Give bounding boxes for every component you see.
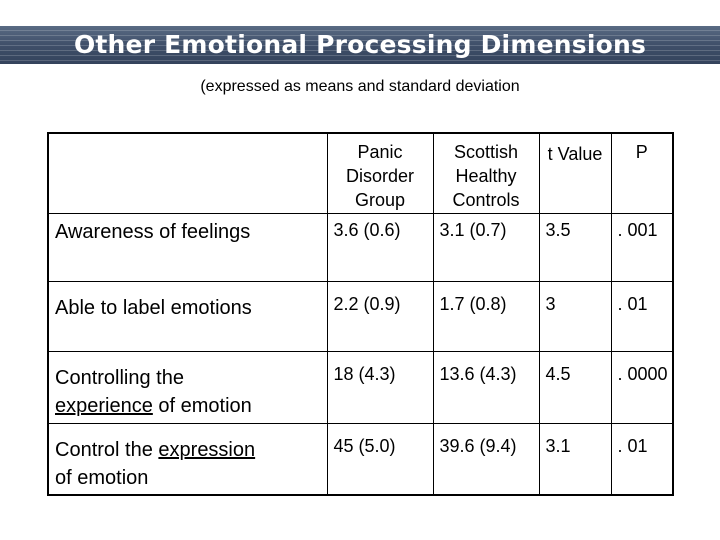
row-label-part: Controlling the <box>55 366 184 389</box>
results-table-container: Panic Disorder Group Scottish Healthy Co… <box>47 132 674 496</box>
header-scottish-healthy-controls: Scottish Healthy Controls <box>432 132 540 214</box>
band-stripe <box>0 30 720 31</box>
header-empty-cell <box>47 132 328 214</box>
table-row: Controlling the experience of emotion 18 … <box>47 350 674 424</box>
row-label: Controlling the experience of emotion <box>47 350 328 424</box>
band-stripe <box>0 40 720 41</box>
header-t-value: t Value <box>538 132 612 214</box>
cell-controls: 1.7 (0.8) <box>432 280 540 352</box>
row-label: Control the expression of emotion <box>47 422 328 496</box>
title-band: Other Emotional Processing Dimensions <box>0 26 720 64</box>
cell-panic: 18 (4.3) <box>326 350 434 424</box>
band-stripe <box>0 60 720 61</box>
table-row: Control the expression of emotion 45 (5.0… <box>47 422 674 496</box>
band-stripe <box>0 50 720 51</box>
row-label-underlined: experience <box>55 394 153 417</box>
band-stripe <box>0 45 720 46</box>
slide-subtitle: (expressed as means and standard deviati… <box>200 78 520 95</box>
row-label-part: of emotion <box>55 466 149 489</box>
cell-p: . 01 <box>610 280 674 352</box>
table-row: Awareness of feelings 3.6 (0.6) 3.1 (0.7… <box>47 212 674 282</box>
row-label-underlined: expression <box>158 438 256 461</box>
cell-panic: 2.2 (0.9) <box>326 280 434 352</box>
band-stripe <box>0 55 720 56</box>
cell-p: . 0000 <box>610 350 674 424</box>
header-panic-disorder-group: Panic Disorder Group <box>326 132 434 214</box>
cell-p: . 001 <box>610 212 674 282</box>
cell-t-value: 4.5 <box>538 350 612 424</box>
cell-controls: 13.6 (4.3) <box>432 350 540 424</box>
table-row: Able to label emotions 2.2 (0.9) 1.7 (0.… <box>47 280 674 352</box>
row-label: Awareness of feelings <box>47 212 328 282</box>
cell-panic: 45 (5.0) <box>326 422 434 496</box>
slide-title: Other Emotional Processing Dimensions <box>73 30 647 59</box>
header-p: P <box>610 132 674 214</box>
row-label-part: of emotion <box>158 394 252 417</box>
cell-t-value: 3 <box>538 280 612 352</box>
cell-t-value: 3.5 <box>538 212 612 282</box>
cell-panic: 3.6 (0.6) <box>326 212 434 282</box>
results-table: Panic Disorder Group Scottish Healthy Co… <box>47 132 674 496</box>
row-label-part: Control the <box>55 438 153 461</box>
cell-p: . 01 <box>610 422 674 496</box>
cell-controls: 3.1 (0.7) <box>432 212 540 282</box>
table-header-row: Panic Disorder Group Scottish Healthy Co… <box>47 132 674 214</box>
cell-controls: 39.6 (9.4) <box>432 422 540 496</box>
row-label: Able to label emotions <box>47 280 328 352</box>
cell-t-value: 3.1 <box>538 422 612 496</box>
band-stripe <box>0 35 720 36</box>
